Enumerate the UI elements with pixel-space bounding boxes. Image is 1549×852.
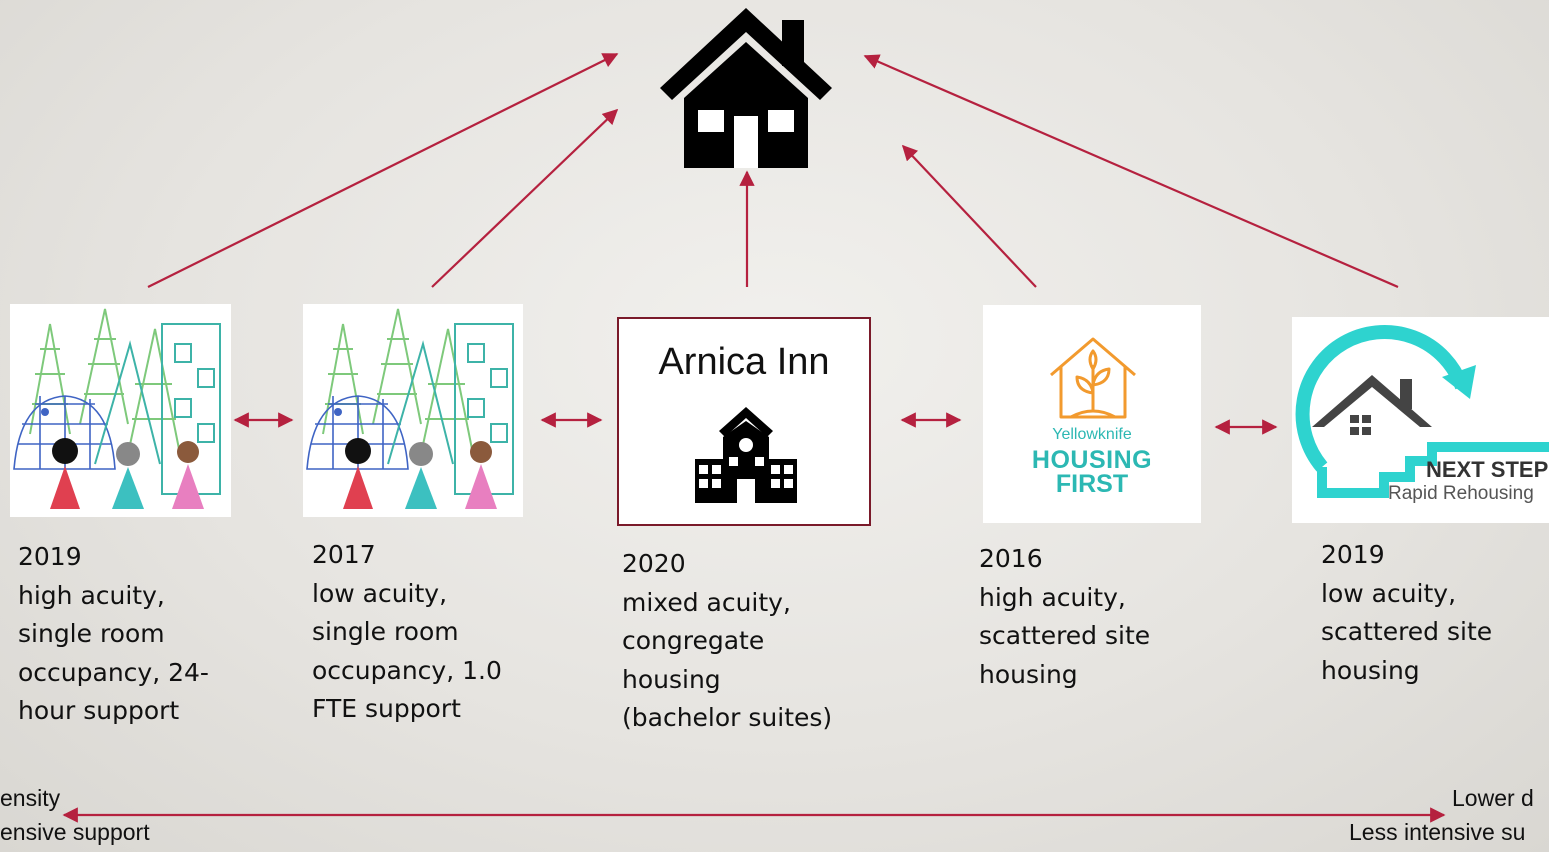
- program-1-line: hour support: [18, 696, 180, 725]
- program-2-line: FTE support: [312, 694, 461, 723]
- program-4-line: housing: [979, 659, 1078, 689]
- next-step-house-icon: [1295, 325, 1549, 498]
- housing-first-line3: FIRST: [1055, 470, 1129, 498]
- program-3-year: 2020: [622, 549, 686, 578]
- arnica-inn-title: Arnica Inn: [658, 341, 830, 383]
- program-5-line: scattered site: [1321, 617, 1493, 646]
- next-step-line1: NEXT STEP: [1426, 457, 1549, 482]
- program-3-caption: 2020 mixed acuity, congregate housing (b…: [622, 545, 832, 738]
- program-2-line: low acuity,: [312, 578, 448, 608]
- program-1-caption: 2019 high acuity, single room occupancy,…: [18, 538, 209, 731]
- housing-first-line1: Yellowknife: [1052, 426, 1132, 443]
- program-1-line: occupancy, 24-: [18, 657, 209, 687]
- program-1-year: 2019: [18, 542, 82, 571]
- housing-first-logo: Yellowknife HOUSING FIRST: [983, 305, 1201, 523]
- program-1-line: single room: [18, 619, 165, 648]
- arnica-inn-card: Arnica Inn: [617, 317, 871, 526]
- program-3-line: congregate: [622, 626, 765, 655]
- house-plant-icon: [1050, 337, 1136, 419]
- program-5-caption: 2019 low acuity, scattered site housing: [1321, 536, 1492, 690]
- next-step-logo: NEXT STEP Rapid Rehousing: [1292, 317, 1549, 523]
- program-5-line: low acuity,: [1321, 578, 1457, 608]
- scale-right-line2: Less intensive su: [1349, 819, 1526, 845]
- drawing-illustration: [13, 308, 221, 509]
- program-4-line: scattered site: [979, 621, 1151, 650]
- school-building-icon: [695, 407, 797, 503]
- program-2-caption: 2017 low acuity, single room occupancy, …: [312, 536, 502, 729]
- program-3-line: (bachelor suites): [622, 703, 833, 732]
- next-step-line2: Rapid Rehousing: [1388, 483, 1534, 504]
- arrow-1-to-house: [147, 53, 619, 288]
- scale-left-line1: ensity: [0, 785, 61, 811]
- housing-first-line2: HOUSING: [1031, 446, 1153, 474]
- arrow-4-to-house: [901, 144, 1037, 288]
- program-1-line: high acuity,: [18, 580, 165, 610]
- drawing-illustration: [306, 308, 514, 509]
- program-4-caption: 2016 high acuity, scattered site housing: [979, 540, 1150, 694]
- program-4-year: 2016: [979, 544, 1043, 573]
- program-2-image: [303, 304, 523, 517]
- house-icon: [660, 8, 832, 168]
- arrow-5-to-house: [863, 54, 1399, 289]
- program-2-year: 2017: [312, 540, 376, 569]
- program-1-image: [10, 304, 231, 517]
- program-2-line: single room: [312, 617, 459, 646]
- program-3-line: mixed acuity,: [622, 587, 791, 617]
- program-5-year: 2019: [1321, 540, 1385, 569]
- program-4-line: high acuity,: [979, 582, 1126, 612]
- scale-left-line2: ensive support: [0, 819, 150, 845]
- arrow-2-to-house: [431, 108, 619, 288]
- program-3-line: housing: [622, 664, 721, 694]
- program-5-line: housing: [1321, 655, 1420, 685]
- program-2-line: occupancy, 1.0: [312, 655, 502, 685]
- scale-right-line1: Lower d: [1452, 785, 1534, 811]
